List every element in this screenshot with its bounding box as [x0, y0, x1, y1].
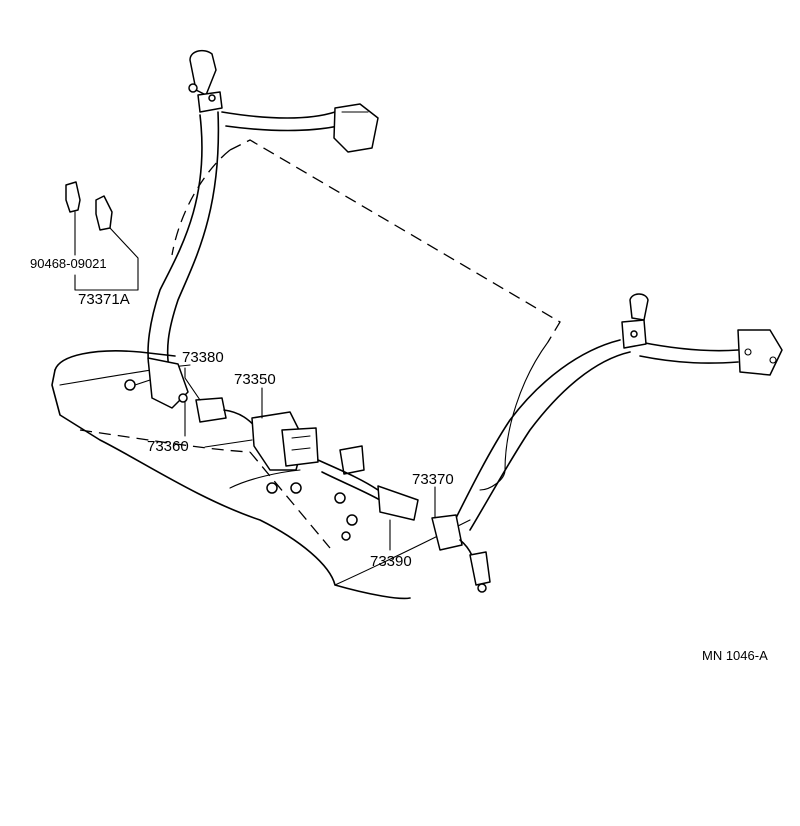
right-retractor — [737, 329, 783, 376]
label-belt-right: 73370 — [412, 471, 454, 488]
clip-leader-lines — [74, 211, 139, 291]
right-lower-anchor — [431, 514, 491, 593]
left-lower-anchor — [124, 357, 189, 409]
seat-back-outline — [171, 139, 561, 343]
label-buckle-center: 73350 — [234, 371, 276, 388]
label-belt-left-lower: 73360 — [147, 438, 189, 455]
label-clip-assembly: 73371A — [78, 291, 130, 308]
right-upper-anchor — [621, 293, 649, 349]
left-retractor — [333, 103, 379, 153]
label-buckle-right: 73390 — [370, 553, 412, 570]
label-clip-part: 90468-09021 — [30, 256, 107, 271]
left-upper-anchor — [188, 49, 223, 113]
seat-cushion — [51, 350, 471, 600]
clip-part-right — [95, 195, 113, 231]
right-belt-webbing — [454, 339, 739, 531]
clip-part-left — [65, 181, 81, 213]
center-buckle-assembly — [195, 397, 419, 541]
diagram-code: MN 1046-A — [702, 648, 768, 663]
leader-lines — [184, 367, 436, 551]
left-belt-webbing — [147, 111, 339, 376]
label-buckle-left: 73380 — [182, 349, 224, 366]
